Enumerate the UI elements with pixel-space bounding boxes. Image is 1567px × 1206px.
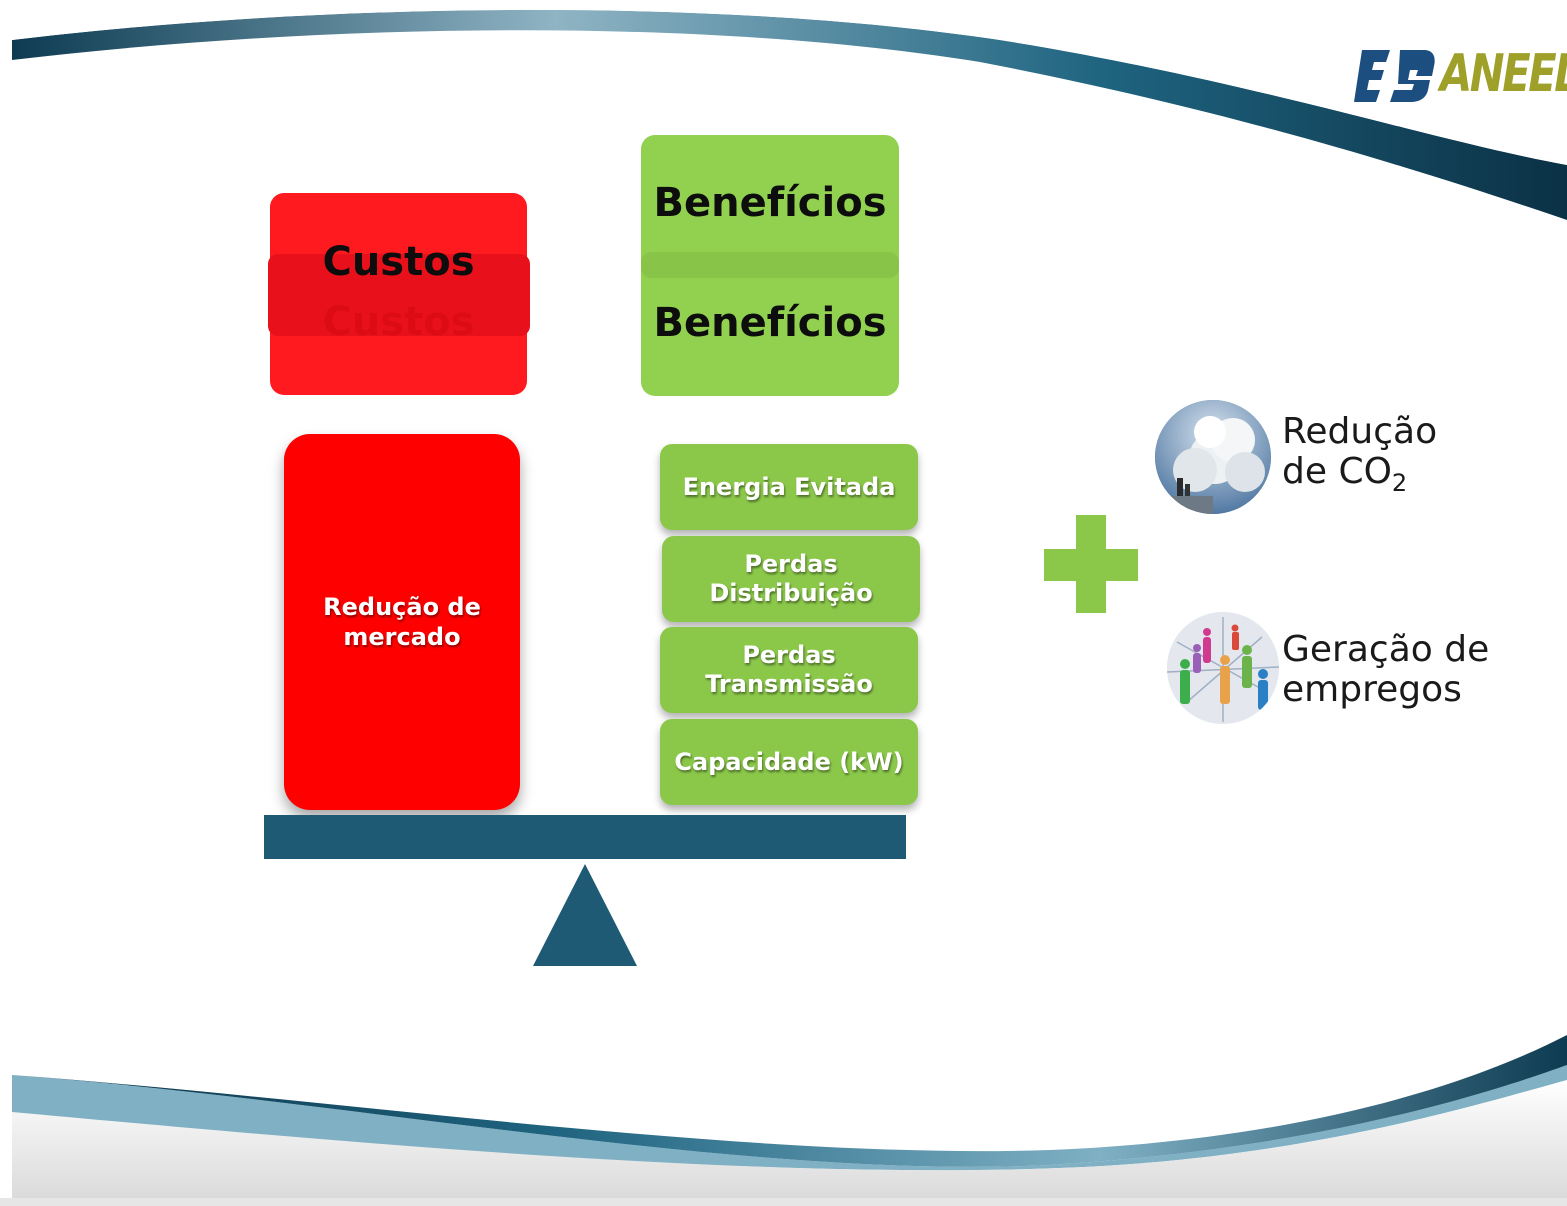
aneel-logo: ANEEL bbox=[1352, 40, 1567, 110]
benefits-header-label-top: Benefícios bbox=[653, 180, 887, 226]
costs-header-ghost-label: Custos bbox=[322, 299, 475, 345]
co2-line2: de CO2 bbox=[1282, 452, 1437, 503]
benefit-distribution-losses: Perdas Distribuição bbox=[662, 536, 920, 622]
benefit-item-label: Energia Evitada bbox=[682, 472, 896, 501]
cost-item-label: Redução de mercado bbox=[323, 593, 481, 651]
benefit-item-label: Perdas Transmissão bbox=[705, 641, 873, 698]
benefit-transmission-losses: Perdas Transmissão bbox=[660, 627, 918, 713]
co2-line1: Redução bbox=[1282, 411, 1438, 452]
factory-smoke-icon bbox=[1155, 400, 1271, 514]
benefits-header-label-bottom: Benefícios bbox=[653, 300, 887, 346]
jobs-line1: Geração de bbox=[1282, 629, 1490, 670]
benefit-capacity: Capacidade (kW) bbox=[660, 719, 918, 805]
logo-text: ANEEL bbox=[1440, 44, 1567, 104]
plus-icon bbox=[1044, 515, 1138, 613]
people-network-icon bbox=[1167, 612, 1279, 724]
jobs-generation-text: Geração de empregos bbox=[1282, 630, 1489, 710]
co2-line2-prefix: de CO bbox=[1282, 451, 1392, 492]
scale-beam bbox=[264, 815, 906, 859]
co2-reduction-text: Redução de CO2 bbox=[1282, 412, 1437, 503]
scale-fulcrum-icon bbox=[533, 864, 637, 966]
jobs-line2: empregos bbox=[1282, 669, 1462, 710]
cost-market-reduction: Redução de mercado bbox=[284, 434, 520, 810]
benefit-item-label: Perdas Distribuição bbox=[709, 550, 873, 607]
costs-header-band bbox=[268, 254, 530, 336]
co2-subscript: 2 bbox=[1391, 469, 1408, 498]
benefit-item-label: Capacidade (kW) bbox=[674, 747, 904, 776]
aneel-emblem-icon bbox=[1354, 50, 1435, 102]
costs-header-label: Custos bbox=[322, 239, 475, 285]
benefit-avoided-energy: Energia Evitada bbox=[660, 444, 918, 530]
benefits-header-band bbox=[641, 252, 899, 278]
